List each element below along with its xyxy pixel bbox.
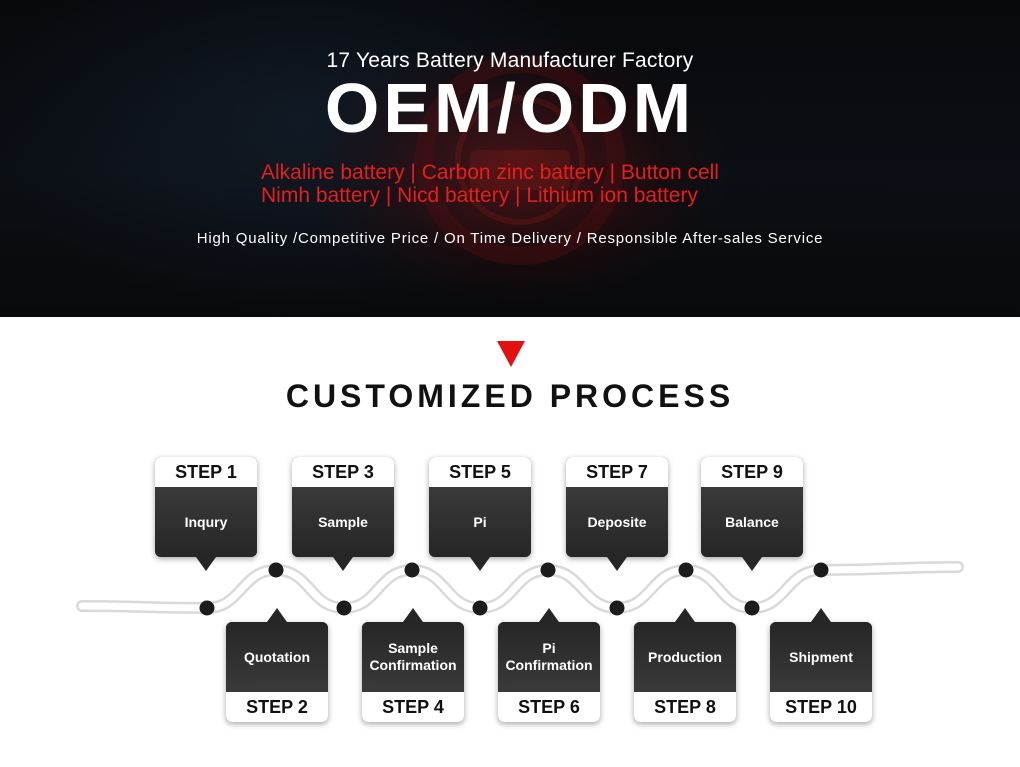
battery-types-line-1: Alkaline battery | Carbon zinc battery |…	[261, 161, 719, 184]
step-number: STEP 10	[770, 692, 872, 722]
wave-track	[78, 563, 962, 612]
wave-dot	[472, 600, 488, 616]
step-label: Sample Confirmation	[362, 622, 464, 692]
step-label: Shipment	[770, 622, 872, 692]
wave-dot	[336, 600, 352, 616]
step-label: Deposite	[566, 487, 668, 557]
wave-dot	[678, 562, 694, 578]
wave-dot	[609, 600, 625, 616]
step-number: STEP 7	[566, 457, 668, 487]
battery-types-line-2: Nimh battery | Nicd battery | Lithium io…	[261, 184, 698, 207]
process-title: CUSTOMIZED PROCESS	[285, 378, 735, 414]
step-number: STEP 3	[292, 457, 394, 487]
step-number: STEP 5	[429, 457, 531, 487]
step-label: Production	[634, 622, 736, 692]
down-triangle-arrow-icon	[497, 341, 525, 367]
step-number: STEP 8	[634, 692, 736, 722]
step-label: Pi	[429, 487, 531, 557]
step-label: Inqury	[155, 487, 257, 557]
banner-subtitle: 17 Years Battery Manufacturer Factory	[326, 49, 694, 72]
step-number: STEP 4	[362, 692, 464, 722]
step-number: STEP 1	[155, 457, 257, 487]
wave-dot	[404, 562, 420, 578]
step-number: STEP 6	[498, 692, 600, 722]
wave-dot	[540, 562, 556, 578]
step-label: Balance	[701, 487, 803, 557]
hero-banner: 17 Years Battery Manufacturer Factory OE…	[0, 0, 1020, 317]
battery-glow-decoration	[470, 150, 570, 190]
step-label: Sample	[292, 487, 394, 557]
wave-dot	[268, 562, 284, 578]
step-number: STEP 9	[701, 457, 803, 487]
wave-dot	[199, 600, 215, 616]
step-label: Quotation	[226, 622, 328, 692]
step-label: Pi Confirmation	[498, 622, 600, 692]
battery-inner-ring-decoration	[455, 95, 585, 225]
step-number: STEP 2	[226, 692, 328, 722]
banner-headline: OEM/ODM	[324, 69, 696, 147]
banner-tagline: High Quality /Competitive Price / On Tim…	[196, 230, 824, 247]
wave-dot	[744, 600, 760, 616]
wave-dot	[813, 562, 829, 578]
